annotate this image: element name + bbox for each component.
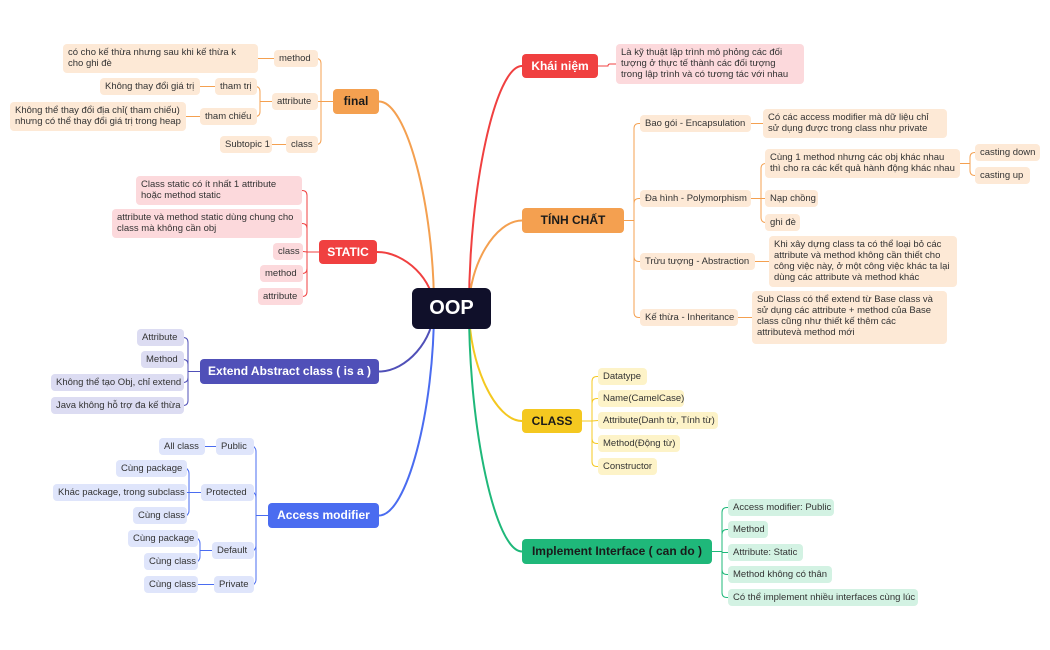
connector-line	[302, 251, 308, 253]
final-class[interactable]: class	[286, 136, 318, 153]
class-item[interactable]: Attribute(Danh từ, Tính từ)	[598, 412, 718, 429]
class-item[interactable]: Method(Động từ)	[598, 435, 680, 452]
final-class-note: Subtopic 1	[220, 136, 272, 153]
connector-line	[607, 63, 617, 67]
class-item[interactable]: Name(CamelCase)	[598, 390, 684, 407]
abstract-item[interactable]: Java không hỗ trợ đa kế thừa	[51, 397, 184, 414]
access-public-item[interactable]: All class	[159, 438, 205, 455]
access-default-item[interactable]: Cùng class	[144, 553, 198, 570]
abstraction-note: Khi xây dựng class ta có thể loại bỏ các…	[769, 236, 957, 287]
interface-item[interactable]: Có thể implement nhiều interfaces cùng l…	[728, 589, 918, 606]
abstract-item[interactable]: Attribute	[137, 329, 184, 346]
final-tham-chieu-note: Không thể thay đổi địa chỉ( tham chiếu) …	[10, 102, 186, 131]
connector-line	[633, 123, 641, 221]
root-node[interactable]: OOP	[412, 288, 491, 329]
final-attribute[interactable]: attribute	[272, 93, 318, 110]
branch-final[interactable]: final	[333, 89, 379, 114]
polymorphism-note: Cùng 1 method nhưng các obj khác nhau th…	[765, 149, 960, 178]
interface-item[interactable]: Method	[728, 521, 768, 538]
final-method[interactable]: method	[274, 50, 318, 67]
interface-item[interactable]: Method không có thân	[728, 566, 832, 583]
nap-chong[interactable]: Nạp chồng	[765, 190, 818, 207]
access-protected-item[interactable]: Cùng class	[133, 507, 187, 524]
access-default[interactable]: Default	[212, 542, 254, 559]
connector-line	[591, 398, 599, 422]
connector-line	[591, 376, 599, 422]
connector-line	[378, 100, 435, 310]
access-protected[interactable]: Protected	[201, 484, 254, 501]
branch-implement-interface[interactable]: Implement Interface ( can do )	[522, 539, 712, 564]
final-tham-chieu[interactable]: tham chiếu	[200, 108, 257, 125]
connector-line	[301, 190, 308, 253]
ghi-de[interactable]: ghi đè	[765, 214, 800, 231]
connector-line	[633, 198, 641, 221]
interface-item[interactable]: Attribute: Static	[728, 544, 803, 561]
connector-line	[301, 223, 308, 253]
access-private-item[interactable]: Cùng class	[144, 576, 198, 593]
access-default-item[interactable]: Cùng package	[128, 530, 198, 547]
connector-line	[591, 420, 599, 467]
final-tham-tri-note: Không thay đổi giá trị	[100, 78, 200, 95]
static-item[interactable]: method	[260, 265, 303, 282]
connector-line	[633, 220, 641, 318]
tinh-chat-abstraction[interactable]: Trừu tượng - Abstraction	[640, 253, 755, 270]
static-item[interactable]: class	[273, 243, 303, 260]
connector-line	[721, 551, 729, 598]
class-item[interactable]: Constructor	[598, 458, 657, 475]
static-item[interactable]: attribute	[258, 288, 303, 305]
casting-up[interactable]: casting up	[975, 167, 1030, 184]
branch-static[interactable]: STATIC	[319, 240, 377, 264]
inheritance-note: Sub Class có thể extend từ Base class và…	[752, 291, 947, 344]
encapsulation-note: Có các access modifier mà dữ liệu chỉ sử…	[763, 109, 947, 138]
branch-extend-abstract-class[interactable]: Extend Abstract class ( is a )	[200, 359, 379, 384]
final-method-note: có cho kế thừa nhưng sau khi kế thừa k c…	[63, 44, 258, 73]
connector-line	[250, 446, 257, 516]
access-private[interactable]: Private	[214, 576, 254, 593]
khai-niem-note: Là kỹ thuật lập trình mô phỏng các đối t…	[616, 44, 804, 84]
tinh-chat-inheritance[interactable]: Kế thừa - Inheritance	[640, 309, 738, 326]
access-public[interactable]: Public	[216, 438, 254, 455]
final-tham-tri[interactable]: tham trị	[215, 78, 257, 95]
casting-down[interactable]: casting down	[975, 144, 1040, 161]
access-protected-item[interactable]: Cùng package	[116, 460, 187, 477]
connector-line	[721, 529, 729, 552]
tinh-chat-polymorphism[interactable]: Đa hình - Polymorphism	[640, 190, 751, 207]
abstract-item[interactable]: Method	[141, 351, 184, 368]
static-item[interactable]: attribute và method static dùng chung ch…	[112, 209, 302, 238]
branch-tinh-chat[interactable]: TÍNH CHẤT	[522, 208, 624, 233]
branch-class[interactable]: CLASS	[522, 409, 582, 433]
connector-line	[468, 65, 523, 310]
branch-khai-niem[interactable]: Khái niệm	[522, 54, 598, 78]
branch-access-modifier[interactable]: Access modifier	[268, 503, 379, 528]
access-protected-item[interactable]: Khác package, trong subclass	[53, 484, 187, 501]
connector-line	[378, 307, 435, 517]
connector-line	[591, 420, 599, 422]
interface-item[interactable]: Access modifier: Public	[728, 499, 834, 516]
connector-line	[969, 152, 976, 164]
static-item[interactable]: Class static có ít nhất 1 attribute hoặc…	[136, 176, 302, 205]
class-item[interactable]: Datatype	[598, 368, 647, 385]
connector-line	[969, 163, 976, 176]
connector-line	[721, 507, 729, 552]
connector-line	[468, 307, 523, 553]
abstract-item[interactable]: Không thể tạo Obj, chỉ extend	[51, 374, 184, 391]
tinh-chat-encapsulation[interactable]: Bao gói - Encapsulation	[640, 115, 751, 132]
